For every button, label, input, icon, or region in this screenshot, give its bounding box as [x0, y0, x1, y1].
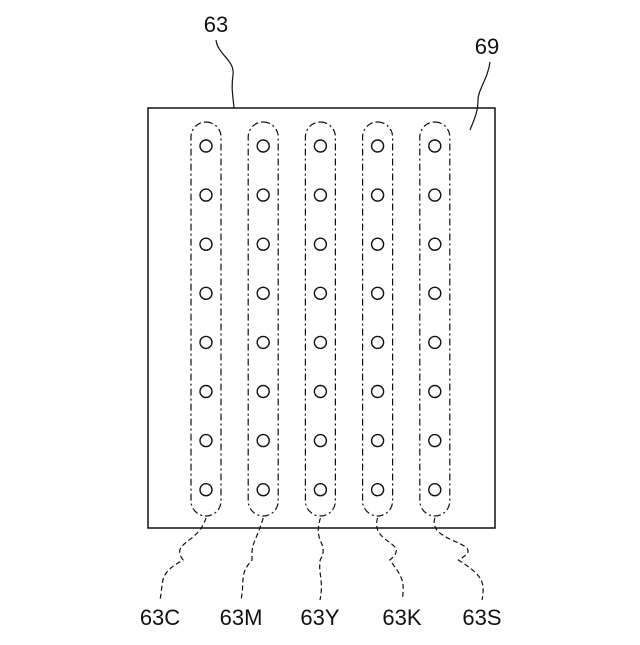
nozzle-rows: 63C 63M 63Y 63K 63S: [140, 122, 502, 630]
leader-line-63m: [241, 518, 263, 600]
nozzle-hole: [314, 287, 326, 299]
nozzle-row-outline: [363, 122, 393, 516]
nozzle-hole: [429, 336, 441, 348]
nozzle-row-outline: [420, 122, 450, 516]
nozzle-hole: [200, 386, 212, 398]
leader-line-69: [470, 62, 490, 130]
nozzle-hole: [200, 336, 212, 348]
nozzle-hole: [314, 189, 326, 201]
nozzle-hole: [314, 336, 326, 348]
nozzle-hole: [200, 435, 212, 447]
nozzle-hole: [429, 435, 441, 447]
label-63m: 63M: [220, 605, 263, 630]
nozzle-row-63c: 63C: [140, 122, 221, 630]
nozzle-row-63k: 63K: [363, 122, 422, 630]
nozzle-hole: [200, 140, 212, 152]
nozzle-hole: [372, 287, 384, 299]
leader-line-63c: [160, 518, 206, 600]
nozzle-hole: [429, 484, 441, 496]
nozzle-plate: [148, 108, 495, 528]
nozzle-hole: [200, 189, 212, 201]
nozzle-hole: [314, 386, 326, 398]
nozzle-hole: [257, 238, 269, 250]
nozzle-hole: [429, 287, 441, 299]
nozzle-hole: [429, 189, 441, 201]
nozzle-hole: [257, 189, 269, 201]
nozzle-hole: [372, 386, 384, 398]
nozzle-row-outline: [248, 122, 278, 516]
nozzle-hole: [257, 435, 269, 447]
nozzle-hole: [429, 386, 441, 398]
label-69: 69: [475, 34, 499, 59]
nozzle-hole: [372, 435, 384, 447]
leader-line-63s: [434, 518, 483, 600]
label-63s: 63S: [462, 605, 501, 630]
nozzle-row-outline: [305, 122, 335, 516]
nozzle-hole: [200, 484, 212, 496]
nozzle-row-63y: 63Y: [300, 122, 339, 630]
nozzle-hole: [429, 140, 441, 152]
nozzle-hole: [314, 484, 326, 496]
nozzle-hole: [314, 435, 326, 447]
nozzle-row-63m: 63M: [220, 122, 279, 630]
nozzle-row-outline: [191, 122, 221, 516]
nozzle-hole: [257, 484, 269, 496]
label-63y: 63Y: [300, 605, 339, 630]
nozzle-hole: [314, 238, 326, 250]
nozzle-hole: [257, 140, 269, 152]
nozzle-hole: [257, 336, 269, 348]
nozzle-hole: [257, 287, 269, 299]
nozzle-hole: [372, 484, 384, 496]
nozzle-hole: [200, 238, 212, 250]
label-63: 63: [204, 12, 228, 37]
nozzle-row-63s: 63S: [420, 122, 502, 630]
nozzle-hole: [372, 140, 384, 152]
nozzle-hole: [314, 140, 326, 152]
nozzle-hole: [372, 189, 384, 201]
label-63k: 63K: [382, 605, 421, 630]
leader-line-63: [216, 40, 234, 108]
nozzle-hole: [257, 386, 269, 398]
label-63c: 63C: [140, 605, 180, 630]
nozzle-hole: [429, 238, 441, 250]
nozzle-hole: [200, 287, 212, 299]
nozzle-hole: [372, 238, 384, 250]
nozzle-hole: [372, 336, 384, 348]
leader-line-63k: [377, 518, 404, 600]
leader-line-63y: [318, 518, 323, 600]
